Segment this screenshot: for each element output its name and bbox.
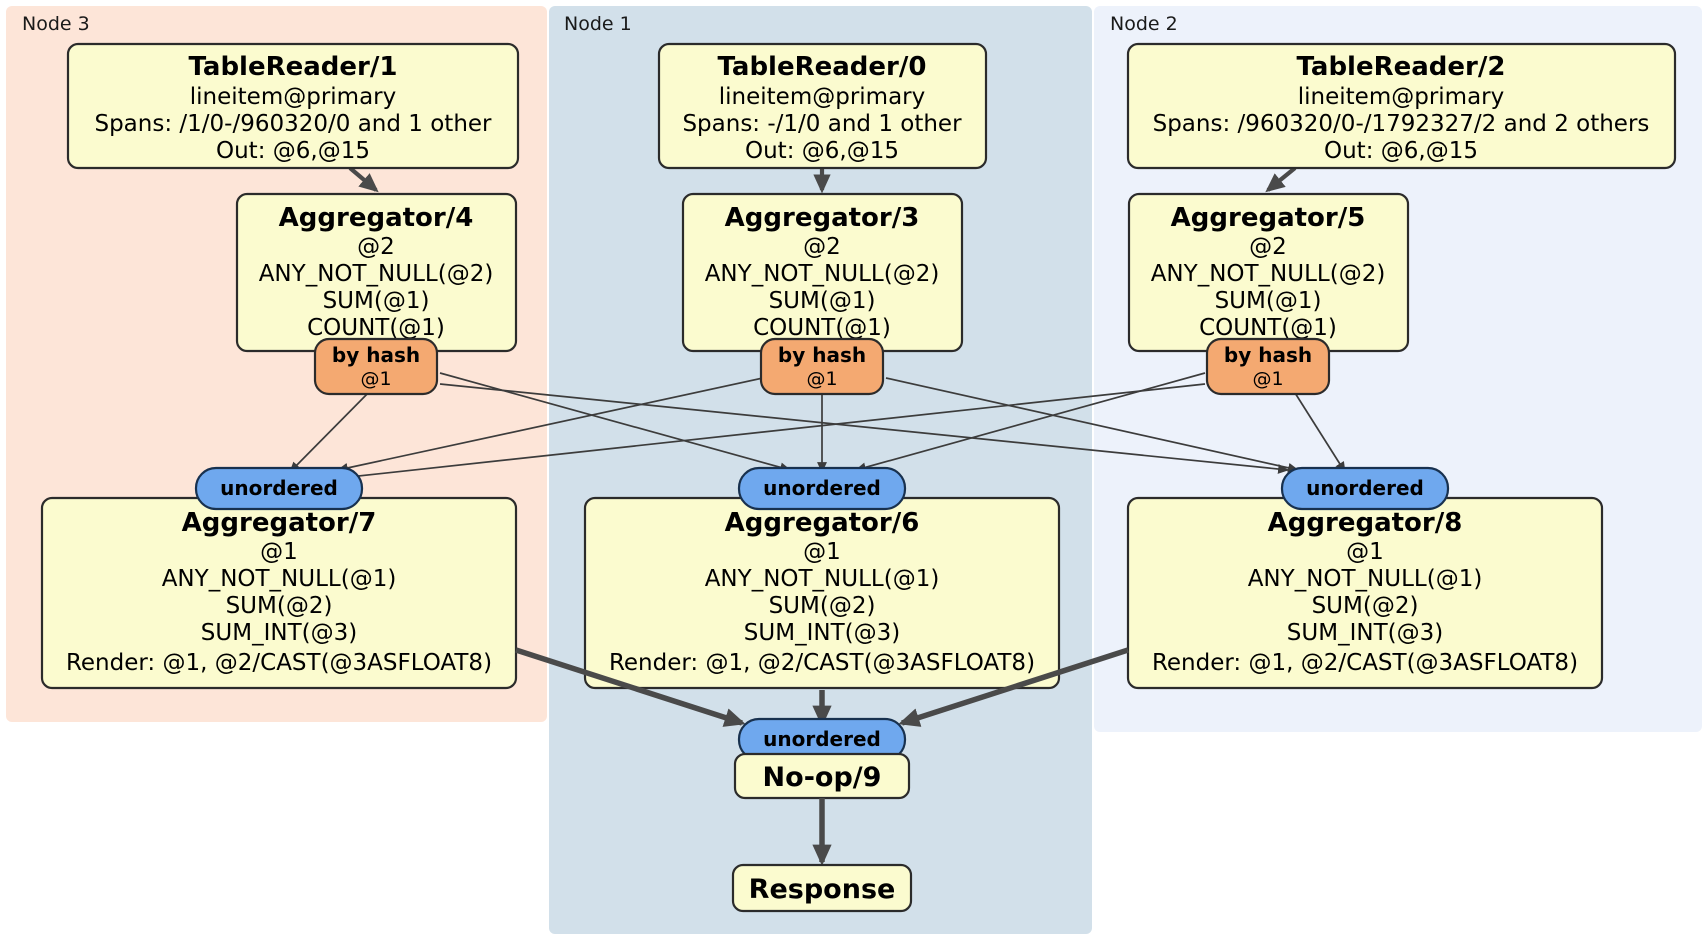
processor-line: Render: @1, @2/CAST(@3ASFLOAT8)	[609, 650, 1035, 676]
processor-line: SUM(@1)	[769, 288, 876, 314]
processor-line: ANY_NOT_NULL(@2)	[259, 261, 494, 287]
receiver-label: unordered	[763, 727, 881, 751]
processor-line: COUNT(@1)	[1199, 315, 1337, 341]
edge-hashleft-unordright	[439, 383, 1289, 474]
processor-line: lineitem@primary	[719, 84, 925, 110]
edge-hashright-unordcenter	[855, 372, 1206, 473]
panel-label-node-2: Node 2	[1110, 13, 1178, 35]
processor-noop-9[interactable]: No-op/9	[733, 752, 911, 800]
processor-title: TableReader/2	[1297, 52, 1506, 82]
processor-line: SUM(@2)	[769, 593, 876, 619]
processor-tablereader-0[interactable]: TableReader/0 lineitem@primary Spans: -/…	[657, 42, 988, 170]
processor-line: Out: @6,@15	[745, 138, 899, 164]
edge-agg7-final	[515, 647, 746, 727]
processor-title: Response	[749, 874, 896, 905]
receiver-label: unordered	[220, 476, 338, 500]
processor-response[interactable]: Response	[731, 863, 913, 913]
processor-line: ANY_NOT_NULL(@1)	[1248, 566, 1483, 592]
receiver-unordered-right[interactable]: unordered	[1280, 466, 1450, 511]
processor-title: Aggregator/3	[725, 203, 920, 233]
processor-title: TableReader/0	[718, 52, 927, 82]
processor-line: SUM_INT(@3)	[1287, 620, 1443, 646]
router-label: by hash	[778, 343, 866, 367]
edge-hashleft-unordleft	[289, 384, 377, 473]
processor-line: Spans: -/1/0 and 1 other	[682, 111, 962, 137]
receiver-unordered-left[interactable]: unordered	[194, 466, 364, 511]
processor-line: Spans: /1/0-/960320/0 and 1 other	[94, 111, 492, 137]
processor-aggregator-4[interactable]: Aggregator/4 @2 ANY_NOT_NULL(@2) SUM(@1)…	[235, 192, 518, 353]
processor-line: SUM(@1)	[1215, 288, 1322, 314]
processor-line: SUM(@2)	[1312, 593, 1419, 619]
edge-hashcenter-unordleft	[337, 377, 764, 473]
processor-title: No-op/9	[763, 762, 882, 793]
router-sublabel: @1	[360, 368, 391, 390]
processor-title: Aggregator/4	[279, 203, 474, 233]
processor-title: Aggregator/6	[725, 508, 920, 538]
processor-aggregator-6[interactable]: Aggregator/6 @1 ANY_NOT_NULL(@1) SUM(@2)…	[583, 496, 1061, 690]
processor-line: SUM_INT(@3)	[744, 620, 900, 646]
processor-line: @1	[803, 539, 841, 565]
processor-line: Spans: /960320/0-/1792327/2 and 2 others	[1153, 111, 1650, 137]
processor-line: Out: @6,@15	[1324, 138, 1478, 164]
processor-title: Aggregator/8	[1268, 508, 1463, 538]
processor-line: COUNT(@1)	[307, 315, 445, 341]
processor-line: lineitem@primary	[1298, 84, 1504, 110]
panel-label-node-1: Node 1	[564, 13, 632, 35]
router-label: by hash	[1224, 343, 1312, 367]
processor-aggregator-7[interactable]: Aggregator/7 @1 ANY_NOT_NULL(@1) SUM(@2)…	[40, 496, 518, 690]
processor-line: COUNT(@1)	[753, 315, 891, 341]
edge-agg8-final	[898, 647, 1129, 727]
edge-hashcenter-unordright	[885, 377, 1299, 473]
processor-line: SUM(@1)	[323, 288, 430, 314]
receiver-unordered-final[interactable]: unordered	[737, 717, 907, 762]
edge-hashright-unordright	[1289, 384, 1346, 473]
processor-line: @1	[1346, 539, 1384, 565]
router-label: by hash	[332, 343, 420, 367]
processor-line: Render: @1, @2/CAST(@3ASFLOAT8)	[66, 650, 492, 676]
processor-title: TableReader/1	[189, 52, 398, 82]
processor-line: @2	[1249, 234, 1287, 260]
edges-hash-crossbar	[289, 372, 1346, 482]
processor-aggregator-3[interactable]: Aggregator/3 @2 ANY_NOT_NULL(@2) SUM(@1)…	[681, 192, 964, 353]
edge-hashright-unordleft	[339, 383, 1206, 482]
processor-aggregator-5[interactable]: Aggregator/5 @2 ANY_NOT_NULL(@2) SUM(@1)…	[1127, 192, 1410, 353]
router-hash-left[interactable]: by hash @1	[313, 337, 439, 396]
processor-line: ANY_NOT_NULL(@1)	[162, 566, 397, 592]
edges-reader-to-aggregator	[348, 166, 1297, 194]
processor-line: ANY_NOT_NULL(@2)	[1151, 261, 1386, 287]
receiver-label: unordered	[763, 476, 881, 500]
panel-label-node-3: Node 3	[22, 13, 90, 35]
router-hash-center[interactable]: by hash @1	[759, 337, 885, 396]
router-sublabel: @1	[1252, 368, 1283, 390]
processor-line: lineitem@primary	[190, 84, 396, 110]
processor-line: @1	[260, 539, 298, 565]
receiver-label: unordered	[1306, 476, 1424, 500]
processor-line: @2	[357, 234, 395, 260]
processor-title: Aggregator/5	[1171, 203, 1366, 233]
edge-tr1-agg4	[348, 166, 379, 193]
processor-tablereader-1[interactable]: TableReader/1 lineitem@primary Spans: /1…	[66, 42, 520, 170]
processor-line: Render: @1, @2/CAST(@3ASFLOAT8)	[1152, 650, 1578, 676]
edge-tr2-agg5	[1265, 166, 1297, 193]
processor-line: @2	[803, 234, 841, 260]
processor-line: SUM_INT(@3)	[201, 620, 357, 646]
processor-aggregator-8[interactable]: Aggregator/8 @1 ANY_NOT_NULL(@1) SUM(@2)…	[1126, 496, 1604, 690]
router-sublabel: @1	[806, 368, 837, 390]
processor-line: ANY_NOT_NULL(@1)	[705, 566, 940, 592]
receiver-unordered-center[interactable]: unordered	[737, 466, 907, 511]
processor-title: Aggregator/7	[182, 508, 377, 538]
router-hash-right[interactable]: by hash @1	[1205, 337, 1331, 396]
processor-line: Out: @6,@15	[216, 138, 370, 164]
processor-tablereader-2[interactable]: TableReader/2 lineitem@primary Spans: /9…	[1126, 42, 1677, 170]
edges-aggregator-to-final	[515, 647, 1129, 727]
processor-line: ANY_NOT_NULL(@2)	[705, 261, 940, 287]
processor-line: SUM(@2)	[226, 593, 333, 619]
